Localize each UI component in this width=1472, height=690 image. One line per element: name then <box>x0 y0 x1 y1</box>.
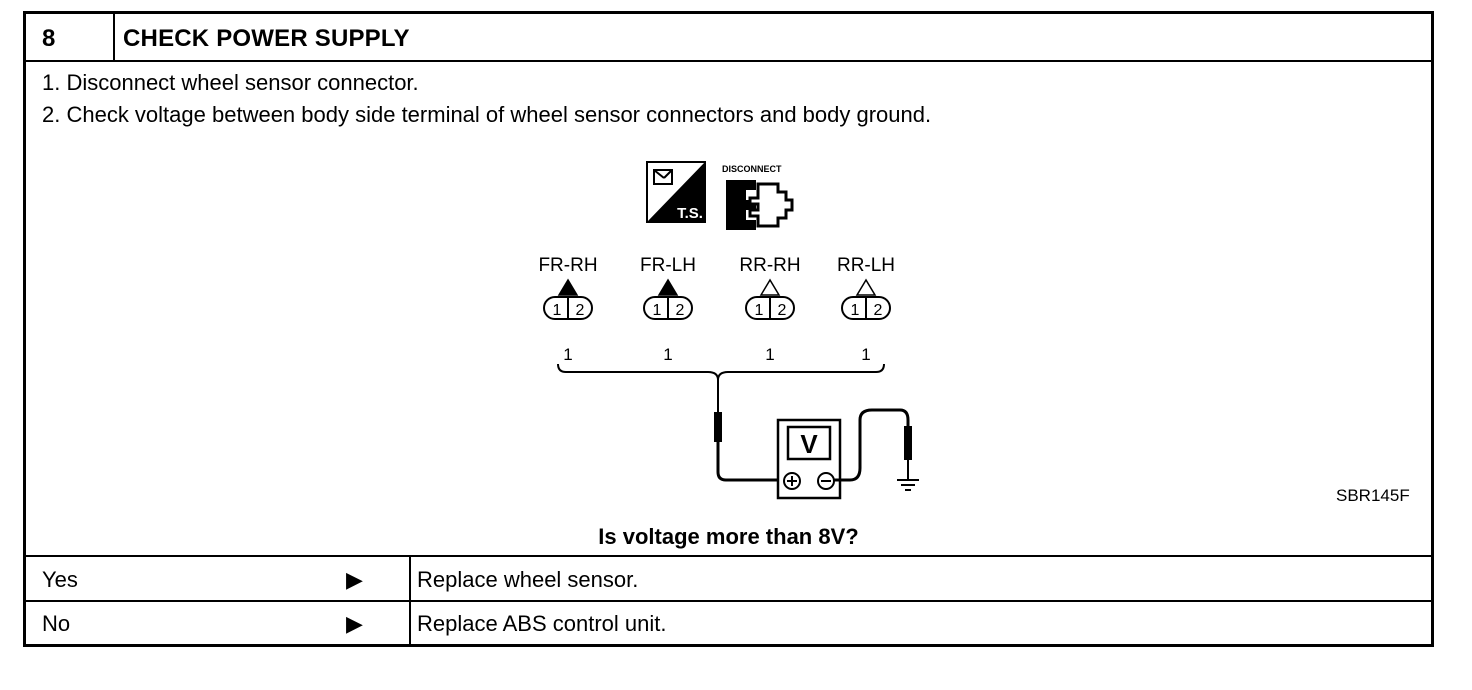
voltmeter: V <box>776 418 842 500</box>
connector-rr-rh: RR-RH 1 2 1 <box>739 255 800 364</box>
pin-1: 1 <box>851 302 860 319</box>
terminal-marker <box>855 278 877 296</box>
connector-rr-lh: RR-LH 1 2 1 <box>837 255 895 364</box>
pin-1: 1 <box>653 302 662 319</box>
terminal-marker <box>657 278 679 296</box>
answer-label: No <box>42 611 71 636</box>
header-rule <box>26 60 1431 62</box>
terminal-number: 1 <box>663 345 672 364</box>
procedure-table: 8 CHECK POWER SUPPLY 1. Disconnect wheel… <box>23 11 1434 647</box>
pin-2: 2 <box>676 302 685 319</box>
connector-fr-lh: FR-LH 1 2 1 <box>640 255 696 364</box>
ground-icon <box>897 479 919 491</box>
step-title: CHECK POWER SUPPLY <box>123 25 410 52</box>
connector-label: RR-RH <box>739 255 800 276</box>
positive-probe <box>714 412 722 442</box>
wiring-diagram: T.S. DISCONNECT FR-RH 1 2 1 FR-LH <box>496 154 956 514</box>
pin-2: 2 <box>576 302 585 319</box>
connector-label: RR-LH <box>837 255 895 276</box>
step-number: 8 <box>42 25 56 52</box>
question-rule <box>26 555 1431 557</box>
terminal-number: 1 <box>861 345 870 364</box>
arrow-right-icon: ▶ <box>346 567 363 592</box>
ts-label: T.S. <box>677 205 703 222</box>
answer-result: Replace ABS control unit. <box>417 611 667 636</box>
answer-label: Yes <box>42 567 78 592</box>
ts-icon: T.S. <box>646 161 706 223</box>
meter-label: V <box>800 429 818 459</box>
terminal-number: 1 <box>765 345 774 364</box>
answer-rule <box>26 600 1431 602</box>
pin-2: 2 <box>874 302 883 319</box>
ground-probe <box>904 426 912 460</box>
disconnect-icon: DISCONNECT <box>722 164 794 230</box>
header-divider <box>113 14 115 60</box>
terminal-number: 1 <box>563 345 572 364</box>
pin-2: 2 <box>778 302 787 319</box>
disconnect-label: DISCONNECT <box>722 164 782 174</box>
pin-1: 1 <box>553 302 562 319</box>
question: Is voltage more than 8V? <box>598 524 859 549</box>
answer-result: Replace wheel sensor. <box>417 567 639 592</box>
terminal-marker <box>759 278 781 296</box>
instruction-line-2: 2. Check voltage between body side termi… <box>42 102 932 127</box>
pin-1: 1 <box>755 302 764 319</box>
connector-fr-rh: FR-RH 1 2 1 <box>538 255 597 364</box>
terminal-marker <box>557 278 579 296</box>
connector-label: FR-LH <box>640 255 696 276</box>
instruction-line-1: 1. Disconnect wheel sensor connector. <box>42 70 419 95</box>
figure-code: SBR145F <box>1336 486 1410 505</box>
terminal-brace <box>557 363 885 381</box>
arrow-right-icon: ▶ <box>346 611 363 636</box>
connector-label: FR-RH <box>538 255 597 276</box>
